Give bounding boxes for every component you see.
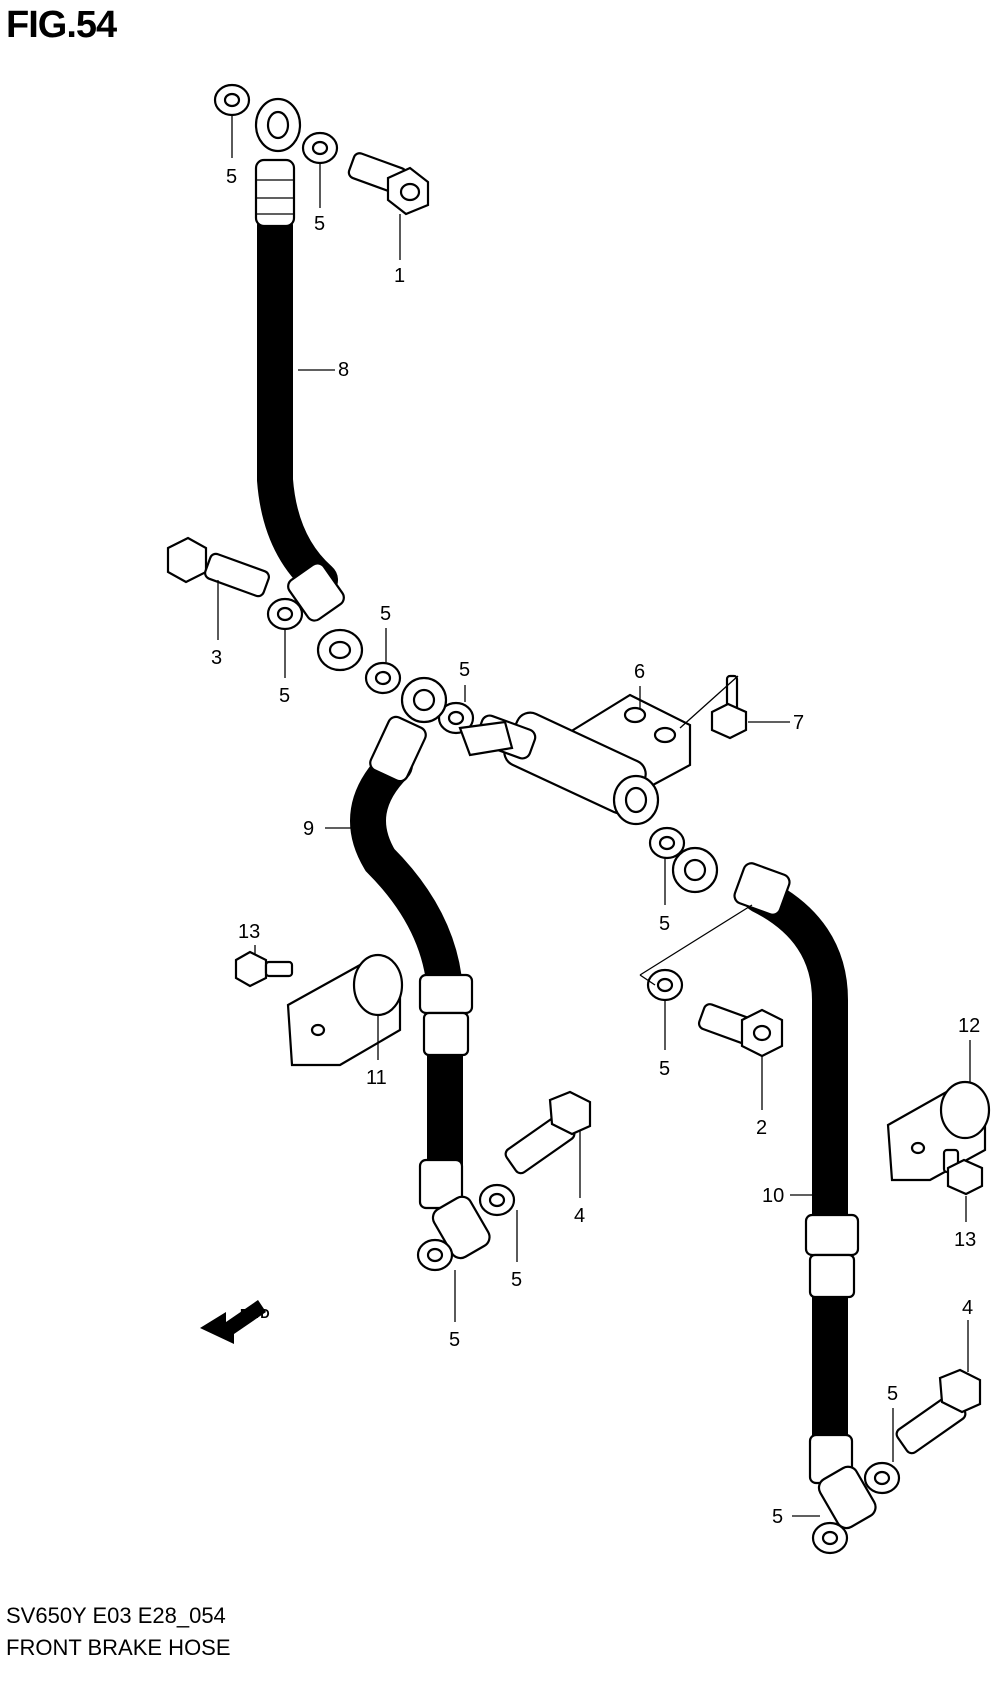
washer-right-lower bbox=[863, 1461, 901, 1495]
callout-12: 12 bbox=[958, 1015, 980, 1037]
callout-5: 5 bbox=[279, 685, 290, 707]
callout-5: 5 bbox=[314, 213, 325, 235]
banjo-bolt-3 bbox=[166, 536, 270, 598]
callout-5: 5 bbox=[226, 166, 237, 188]
washer-left-lower bbox=[478, 1183, 516, 1217]
washer-mid-upper bbox=[364, 661, 402, 695]
figure-caption: FRONT BRAKE HOSE bbox=[6, 1635, 231, 1660]
washer-3 bbox=[266, 597, 304, 631]
washer-right-mid bbox=[646, 968, 684, 1002]
callout-10: 10 bbox=[762, 1185, 784, 1207]
banjo-bolt-4-right bbox=[895, 1368, 982, 1455]
forward-direction-arrow: FWD bbox=[200, 1300, 270, 1344]
callout-4: 4 bbox=[962, 1297, 973, 1319]
leader-lines bbox=[217, 116, 971, 1517]
callout-11: 11 bbox=[366, 1067, 387, 1089]
bolt-7 bbox=[710, 674, 748, 740]
washer-upper-left bbox=[213, 83, 251, 117]
callout-5: 5 bbox=[511, 1269, 522, 1291]
callout-3: 3 bbox=[211, 647, 222, 669]
callout-5: 5 bbox=[380, 603, 391, 625]
callout-2: 2 bbox=[756, 1117, 767, 1139]
fwd-label: FWD bbox=[240, 1306, 270, 1321]
three-way-joint-6 bbox=[458, 693, 692, 826]
brake-hose-9 bbox=[350, 676, 491, 1260]
figure-title: FIG.54 bbox=[6, 4, 117, 46]
callout-labels: 5 5 1 8 3 5 5 5 6 7 9 5 13 11 5 2 12 4 1… bbox=[211, 166, 980, 1528]
washer-joint-right bbox=[648, 826, 686, 860]
callout-5: 5 bbox=[772, 1506, 783, 1528]
washer-upper-mid bbox=[301, 131, 339, 165]
brake-hose-10 bbox=[671, 846, 877, 1530]
callout-9: 9 bbox=[303, 818, 314, 840]
callout-5: 5 bbox=[449, 1329, 460, 1351]
callout-4: 4 bbox=[574, 1205, 585, 1227]
model-code: SV650Y E03 E28_054 bbox=[6, 1603, 226, 1628]
callout-7: 7 bbox=[793, 712, 804, 734]
callout-13: 13 bbox=[238, 921, 260, 943]
banjo-bolt-2 bbox=[697, 1003, 784, 1058]
banjo-bolt-4-left bbox=[504, 1090, 592, 1175]
washer-left-bottom bbox=[416, 1238, 454, 1272]
washer-right-bottom bbox=[811, 1521, 849, 1555]
callout-5: 5 bbox=[659, 913, 670, 935]
callout-1: 1 bbox=[394, 265, 405, 287]
clamp-12 bbox=[886, 1080, 991, 1182]
callout-8: 8 bbox=[338, 359, 349, 381]
bolt-13-left bbox=[234, 950, 294, 988]
callout-5: 5 bbox=[459, 659, 470, 681]
clamp-11 bbox=[286, 953, 404, 1067]
brake-hose-8 bbox=[254, 97, 364, 672]
bolt-13-right bbox=[942, 1148, 984, 1196]
banjo-bolt-1 bbox=[347, 152, 430, 216]
callout-5: 5 bbox=[887, 1383, 898, 1405]
figure-footer: SV650Y E03 E28_054 FRONT BRAKE HOSE bbox=[6, 1600, 231, 1664]
washer-junction bbox=[437, 701, 475, 735]
callout-6: 6 bbox=[634, 661, 645, 683]
callout-5: 5 bbox=[659, 1058, 670, 1080]
callout-13: 13 bbox=[954, 1229, 976, 1251]
